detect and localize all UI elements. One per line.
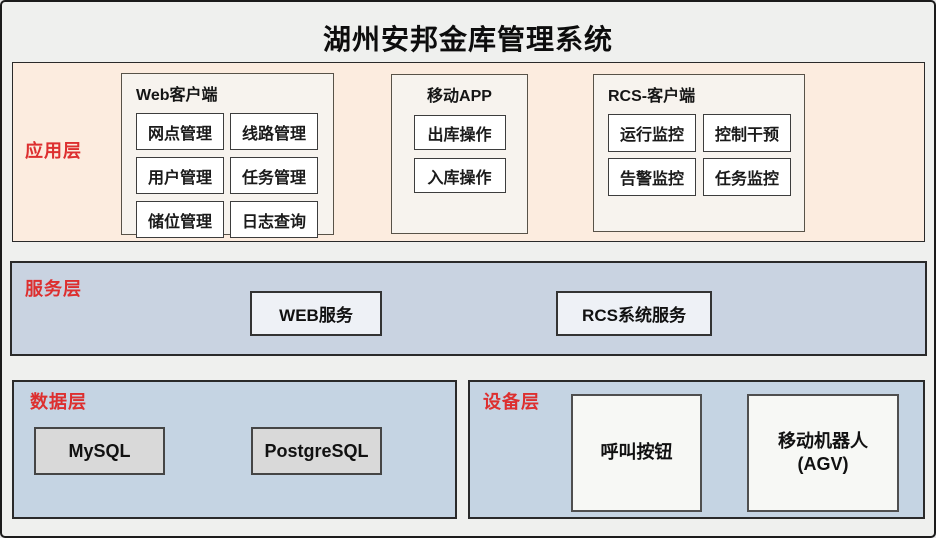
mobile-app-title: 移动APP: [427, 88, 492, 105]
rcs-system-service-box: RCS系统服务: [556, 291, 712, 336]
web-client-modules: 网点管理 线路管理 用户管理 任务管理 储位管理 日志查询: [136, 113, 333, 238]
module-user-mgmt: 用户管理: [136, 157, 224, 194]
module-route-mgmt: 线路管理: [230, 113, 318, 150]
rcs-client-modules: 运行监控 控制干预 告警监控 任务监控: [608, 114, 804, 196]
module-network-mgmt: 网点管理: [136, 113, 224, 150]
web-client-title: Web客户端: [136, 87, 218, 104]
module-log-query: 日志查询: [230, 201, 318, 238]
data-layer-label: 数据层: [30, 392, 87, 412]
call-button-label: 呼叫按钮: [600, 442, 673, 463]
module-run-monitor: 运行监控: [608, 114, 696, 152]
web-client-group: Web客户端 网点管理 线路管理 用户管理 任务管理 储位管理 日志查询: [121, 73, 334, 238]
page-title: 湖州安邦金库管理系统: [322, 24, 613, 55]
application-layer: 应用层 Web客户端 网点管理 线路管理 用户管理 任务管理 储位管理 日志查询…: [12, 62, 925, 242]
agv-robot-label-line2: (AGV): [797, 454, 849, 474]
web-service-box: WEB服务: [250, 291, 382, 336]
mobile-app-modules: 出库操作 入库操作: [392, 115, 527, 193]
device-layer-label: 设备层: [483, 392, 540, 412]
module-outbound-op: 出库操作: [413, 115, 506, 150]
service-layer-label: 服务层: [25, 279, 82, 299]
application-layer-label: 应用层: [25, 141, 82, 161]
agv-robot-label-line1: 移动机器人: [778, 430, 868, 451]
rcs-client-group: RCS-客户端 运行监控 控制干预 告警监控 任务监控: [593, 74, 805, 232]
device-layer: 设备层 呼叫按钮 移动机器人 (AGV): [468, 380, 925, 519]
module-task-mgmt: 任务管理: [230, 157, 318, 194]
module-task-monitor: 任务监控: [703, 158, 791, 196]
service-layer: 服务层 WEB服务 RCS系统服务: [10, 261, 927, 356]
postgresql-box: PostgreSQL: [251, 427, 382, 475]
mysql-box: MySQL: [34, 427, 165, 475]
module-control-intervention: 控制干预: [703, 114, 791, 152]
call-button-box: 呼叫按钮: [571, 394, 702, 512]
rcs-client-title: RCS-客户端: [608, 88, 696, 105]
module-inbound-op: 入库操作: [413, 158, 506, 193]
module-alarm-monitor: 告警监控: [608, 158, 696, 196]
module-storage-mgmt: 储位管理: [136, 201, 224, 238]
mobile-app-group: 移动APP 出库操作 入库操作: [391, 74, 528, 234]
data-layer: 数据层 MySQL PostgreSQL: [12, 380, 457, 519]
agv-robot-box: 移动机器人 (AGV): [747, 394, 899, 512]
